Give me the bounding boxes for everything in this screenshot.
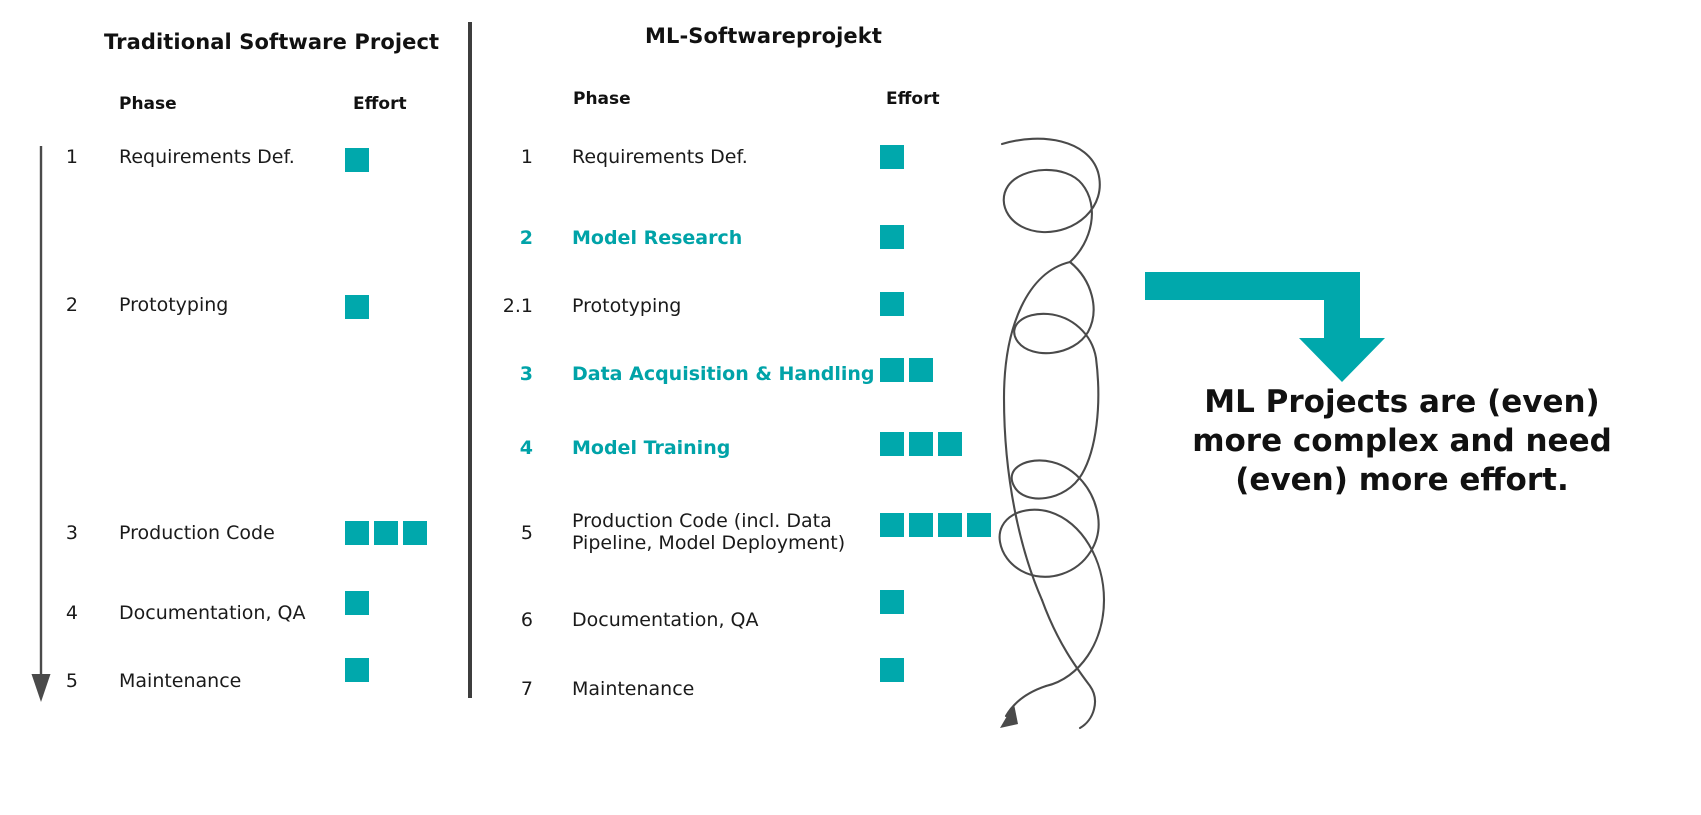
- right-row-num: 1: [520, 146, 533, 168]
- effort-block: [880, 432, 904, 456]
- left-row-num: 3: [65, 522, 78, 544]
- right-row-label: Documentation, QA: [572, 609, 759, 631]
- right-row-effort: [880, 513, 991, 537]
- effort-block: [938, 513, 962, 537]
- left-row-num: 5: [65, 670, 78, 692]
- left-row-label: Production Code: [119, 522, 275, 544]
- left-column-title: Traditional Software Project: [104, 30, 440, 54]
- left-row-effort: [345, 591, 369, 615]
- conclusion-text: ML Projects are (even) more complex and …: [1192, 384, 1612, 499]
- effort-block: [403, 521, 427, 545]
- left-row-label: Requirements Def.: [119, 146, 295, 168]
- effort-block: [880, 145, 904, 169]
- left-row-label: Documentation, QA: [119, 602, 306, 624]
- effort-block: [909, 358, 933, 382]
- right-column-title: ML-Softwareprojekt: [645, 24, 882, 48]
- left-row-label: Maintenance: [119, 670, 242, 692]
- effort-block: [880, 513, 904, 537]
- right-row-num: 4: [519, 437, 533, 459]
- effort-block: [345, 521, 369, 545]
- left-header-phase: Phase: [119, 94, 177, 114]
- left-row-effort: [345, 521, 427, 545]
- effort-block: [909, 513, 933, 537]
- right-row-num: 7: [520, 678, 533, 700]
- right-row-num: 5: [520, 522, 533, 544]
- right-row-label: Model Training: [572, 437, 731, 459]
- effort-block: [880, 292, 904, 316]
- right-header-effort: Effort: [886, 89, 940, 109]
- left-row-effort: [345, 148, 369, 172]
- right-row-effort: [880, 292, 904, 316]
- elbow-arrow-icon: [1145, 272, 1385, 382]
- column-divider: [468, 22, 472, 698]
- left-row-label: Prototyping: [119, 294, 229, 316]
- left-row-num: 2: [65, 294, 78, 316]
- right-header-phase: Phase: [573, 89, 631, 109]
- right-row-label: Requirements Def.: [572, 146, 748, 168]
- right-row-label: Prototyping: [572, 295, 682, 317]
- left-row-num: 1: [65, 146, 78, 168]
- right-row-effort: [880, 432, 962, 456]
- effort-block: [345, 295, 369, 319]
- left-header-effort: Effort: [353, 94, 407, 114]
- right-row-label: Model Research: [572, 227, 743, 249]
- effort-block: [345, 658, 369, 682]
- left-timeline-down-arrow-icon: [30, 146, 60, 706]
- right-row-num: 6: [520, 609, 533, 631]
- left-row-num: 4: [65, 602, 78, 624]
- effort-block: [967, 513, 991, 537]
- effort-block: [880, 225, 904, 249]
- right-row-effort: [880, 590, 904, 614]
- right-row-num: 2: [519, 227, 533, 249]
- right-row-num: 3: [519, 363, 533, 385]
- effort-block: [345, 148, 369, 172]
- right-row-effort: [880, 358, 933, 382]
- effort-block: [374, 521, 398, 545]
- right-row-effort: [880, 658, 904, 682]
- effort-block: [909, 432, 933, 456]
- effort-block: [345, 591, 369, 615]
- effort-block: [938, 432, 962, 456]
- effort-block: [880, 590, 904, 614]
- right-row-label: Maintenance: [572, 678, 695, 700]
- effort-block: [880, 358, 904, 382]
- left-row-effort: [345, 658, 369, 682]
- scribble-loop-icon: [970, 130, 1130, 730]
- right-row-num: 2.1: [502, 295, 533, 317]
- right-row-label: Data Acquisition & Handling: [572, 363, 875, 385]
- right-row-effort: [880, 145, 904, 169]
- effort-block: [880, 658, 904, 682]
- right-row-label: Production Code (incl. Data Pipeline, Mo…: [572, 510, 846, 555]
- left-row-effort: [345, 295, 369, 319]
- right-row-effort: [880, 225, 904, 249]
